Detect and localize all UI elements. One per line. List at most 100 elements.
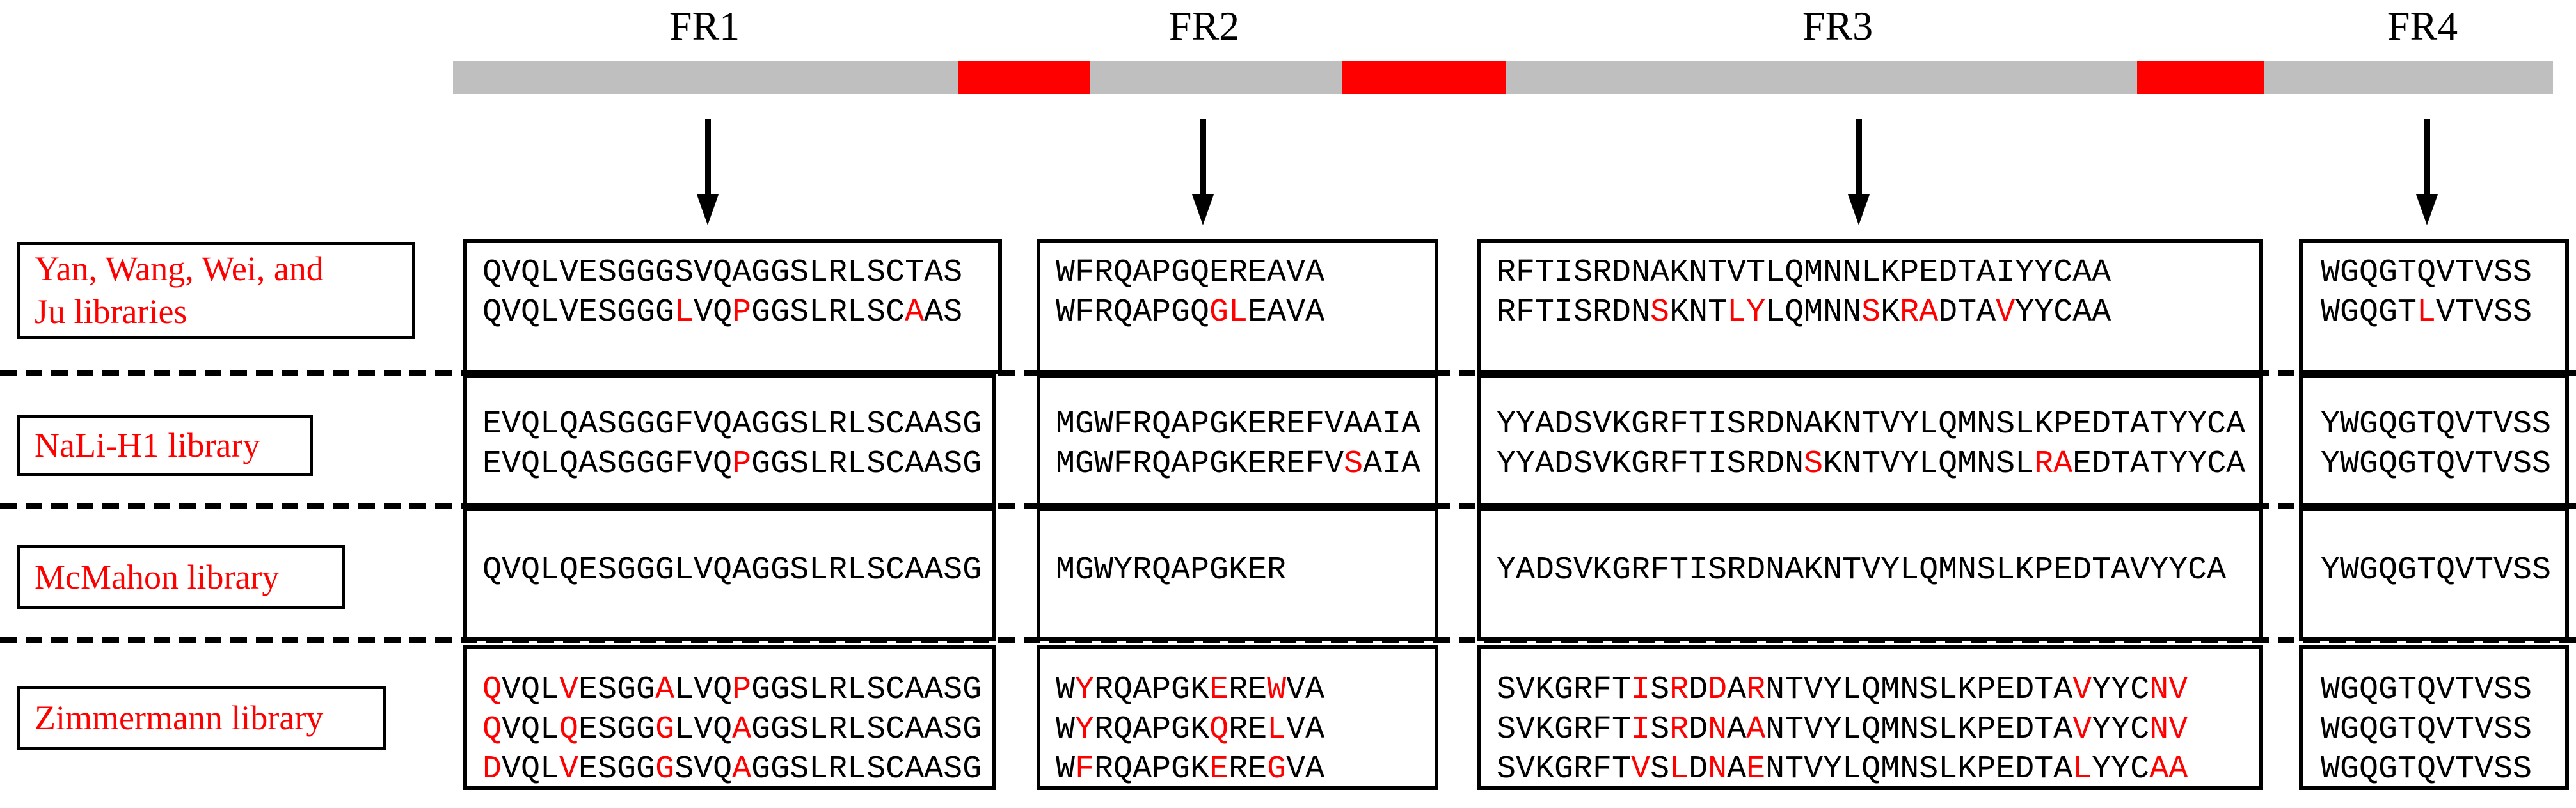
library-label-nali-h1: NaLi-H1 library (17, 415, 313, 476)
residue-run: RE (1228, 672, 1268, 708)
residue-run: WGQGTQVTVSS (2321, 751, 2532, 788)
fr4-arrow-icon (2415, 119, 2438, 225)
residue-run: YADSVKGRFTISRDNAKNTVYLQMNSLKPEDTAVYYCA (1497, 552, 2227, 589)
mutated-residue: G (655, 751, 675, 788)
mutated-residue: R (1669, 711, 1689, 748)
sequence-line: WGQGTQVTVSS (2321, 710, 2565, 750)
sequence-box-mcmahon-fr4: YWGQGTQVTVSS (2299, 507, 2569, 641)
mutated-residue: A (655, 672, 675, 708)
residue-run: D (1689, 751, 1708, 788)
mutated-residue: A (1746, 711, 1766, 748)
mutated-residue: Q (482, 672, 502, 708)
residue-run: W (1056, 751, 1076, 788)
residue-run: GGSLRLSCAASG (751, 751, 982, 788)
antibody-domain-bar (453, 61, 2553, 94)
residue-run: S (1650, 672, 1670, 708)
residue-run: SVKGRFT (1497, 672, 1632, 708)
mutated-residue: V (2072, 672, 2092, 708)
residue-run: EAVA (1248, 294, 1325, 331)
residue-run: YWGQGTQVTVSS (2321, 446, 2552, 482)
sequence-box-mcmahon-fr3: YADSVKGRFTISRDNAKNTVYLQMNSLKPEDTAVYYCA (1477, 507, 2263, 641)
sequence-box-mcmahon-fr1: QVQLQESGGGLVQAGGSLRLSCAASG (463, 507, 996, 641)
residue-run: S (1650, 711, 1670, 748)
sequence-line: QVQLQESGGGLVQAGGSLRLSCAASG (482, 710, 992, 750)
library-label-yan-wang-wei-ju: Yan, Wang, Wei, and Ju libraries (17, 242, 415, 339)
sequence-line: YADSVKGRFTISRDNAKNTVYLQMNSLKPEDTAVYYCA (1497, 551, 2259, 590)
sequence-line: YWGQGTQVTVSS (2321, 445, 2565, 484)
residue-run: A (1727, 672, 1747, 708)
mutated-residue: A (732, 711, 752, 748)
row-separator (0, 370, 2576, 376)
residue-run: GGSLRLSCAASG (751, 711, 982, 748)
sequence-line: SVKGRFTVSLDNAENTVYLQMNSLKPEDTALYYCAA (1497, 750, 2259, 789)
library-label-zimmermann: Zimmermann library (17, 686, 386, 750)
mutated-residue: G (1267, 751, 1287, 788)
mutated-residue: L (2072, 751, 2092, 788)
sequence-line: WGQGTQVTVSS (2321, 253, 2565, 293)
mutated-residue: AA (2149, 751, 2188, 788)
residue-run: EVQLQASGGGFVQ (482, 446, 733, 482)
residue-run: D (1689, 672, 1708, 708)
residue-run: KNT (1669, 294, 1728, 331)
sequence-line: MGWYRQAPGKER (1056, 551, 1435, 590)
mutated-residue: V (1996, 294, 2015, 331)
sequence-line: QVQLQESGGGLVQAGGSLRLSCAASG (482, 551, 992, 590)
sequence-line: WFRQAPGKEREGVA (1056, 750, 1435, 789)
sequence-line: RFTISRDNSKNTLYLQMNNSKRADTAVYYCAA (1497, 293, 2259, 333)
mutated-residue: N (1708, 751, 1728, 788)
mutated-residue: L (1669, 751, 1689, 788)
sequence-line: YYADSVKGRFTISRDNSKNTVYLQMNSLRAEDTATYYCA (1497, 445, 2259, 484)
mutated-residue: A (905, 294, 925, 331)
sequence-line: WYRQAPGKEREWVA (1056, 670, 1435, 710)
residue-run: YYCAA (2015, 294, 2111, 331)
mutated-residue: N (1708, 711, 1728, 748)
residue-run: RE (1228, 751, 1268, 788)
sequence-line: EVQLQASGGGFVQPGGSLRLSCAASG (482, 445, 992, 484)
mutated-residue: Y (1075, 672, 1095, 708)
mutated-residue: W (1267, 672, 1287, 708)
sequence-line: YYADSVKGRFTISRDNAKNTVYLQMNSLKPEDTATYYCA (1497, 405, 2259, 445)
residue-run: RQAPGK (1094, 711, 1210, 748)
mutated-residue: E (1209, 751, 1229, 788)
mutated-residue: S (1344, 446, 1364, 482)
mutated-residue: V (1631, 751, 1651, 788)
sequence-line: QVQLVESGGGLVQPGGSLRLSCAAS (482, 293, 998, 333)
mutated-residue: A (732, 751, 752, 788)
residue-run: S (1650, 751, 1670, 788)
mutated-residue: L (674, 294, 694, 331)
residue-run: K (1880, 294, 1900, 331)
residue-run: LVQ (674, 672, 733, 708)
sequence-line: DVQLVESGGGSVQAGGSLRLSCAASG (482, 750, 992, 789)
sequence-line: WGQGTLVTVSS (2321, 293, 2565, 333)
mutated-residue: Q (559, 711, 579, 748)
mutated-residue: F (1075, 751, 1095, 788)
mutated-residue: LY (1727, 294, 1766, 331)
residue-run: YYC (2092, 751, 2150, 788)
mutated-residue: E (1746, 751, 1766, 788)
mutated-residue: Q (1209, 711, 1229, 748)
residue-run: GGSLRLSCAASG (751, 672, 982, 708)
fr3-arrow-icon (1847, 119, 1870, 225)
sequence-line: MGWFRQAPGKEREFVSAIA (1056, 445, 1435, 484)
residue-run: SVKGRFT (1497, 751, 1632, 788)
fr1-header-label: FR1 (669, 3, 740, 49)
sequence-line: WYRQAPGKQRELVA (1056, 710, 1435, 750)
residue-run: NTVYLQMNSLKPEDTA (1765, 672, 2073, 708)
residue-run: WGQGTQVTVSS (2321, 255, 2532, 291)
residue-run: YYADSVKGRFTISRDN (1497, 446, 1804, 482)
mutated-residue: Q (482, 711, 502, 748)
residue-run: YYC (2092, 672, 2150, 708)
mutated-residue: P (732, 294, 752, 331)
residue-run: RQAPGK (1094, 672, 1210, 708)
residue-run: LQMNN (1765, 294, 1862, 331)
library-label-line: McMahon library (35, 557, 280, 596)
